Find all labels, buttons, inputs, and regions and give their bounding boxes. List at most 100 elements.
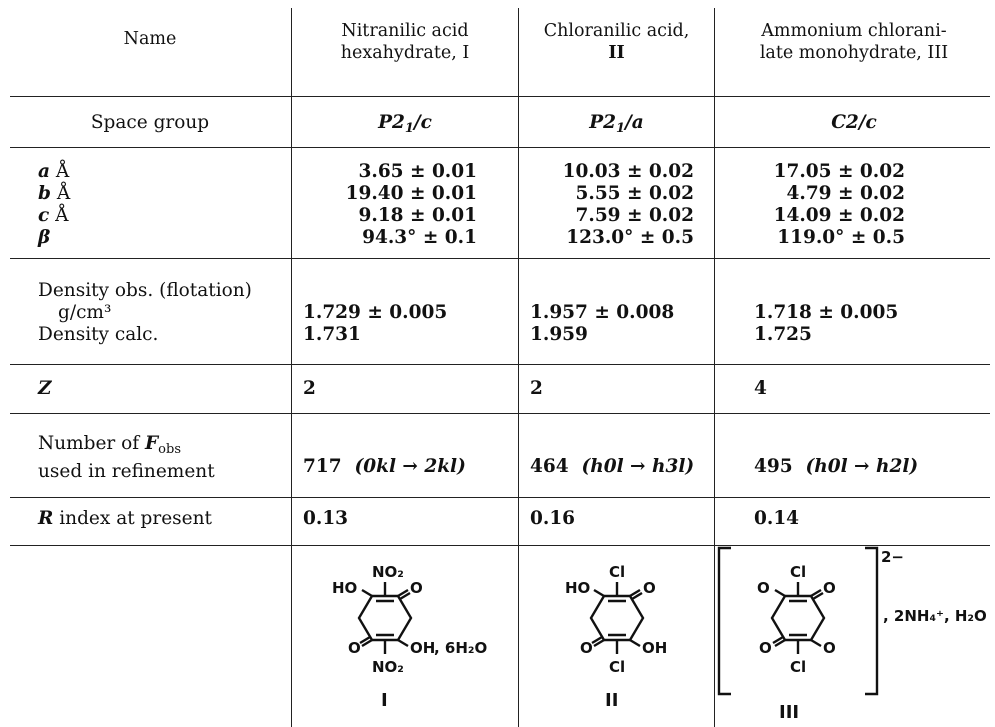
- z-value: 2: [530, 378, 543, 399]
- param-unit: Å: [56, 183, 71, 204]
- fobs-range: (h0l → h2l): [805, 456, 919, 477]
- density-obs-label: Density obs. (flotation): [38, 280, 252, 301]
- structure-ammonium-chloranilate: Cl O O O O Cl 2− , 2NH₄⁺, H₂O III: [717, 546, 987, 723]
- chlorine-top: Cl: [609, 563, 625, 581]
- fobs-value: 495 (h0l → h2l): [754, 456, 918, 478]
- cell-value: 17.05 ± 0.02: [773, 161, 905, 182]
- density-values-III: 1.718 ± 0.005 1.725: [754, 302, 898, 346]
- header-line: Nitranilic acid: [341, 21, 469, 41]
- z-value: 4: [754, 378, 767, 399]
- oxygen-label: O: [759, 639, 772, 657]
- row-divider: [10, 147, 990, 148]
- param-symbol: b: [38, 183, 51, 204]
- counterion-label: , 2NH₄⁺, H₂O: [883, 607, 987, 625]
- param-symbol: β: [38, 227, 51, 248]
- density-obs: 1.957 ± 0.008: [530, 302, 675, 323]
- column-divider: [518, 8, 519, 727]
- sg-part: /c: [413, 112, 432, 133]
- fobs-value: 464 (h0l → h3l): [530, 456, 694, 478]
- chlorine-top: Cl: [790, 563, 806, 581]
- oxygen-label: O: [348, 639, 361, 657]
- oxygen-label: O: [823, 639, 836, 657]
- sg-part: P2: [378, 112, 405, 133]
- oxygen-label: O: [410, 579, 423, 597]
- chlorine-bottom: Cl: [790, 658, 806, 676]
- row-divider: [10, 364, 990, 365]
- param-symbol: a: [38, 161, 50, 182]
- r-index-label: R index at present: [38, 508, 212, 530]
- cell-value: 9.18 ± 0.01: [358, 205, 478, 226]
- sg-sub: 1: [616, 121, 626, 136]
- structure-numeral: I: [381, 690, 388, 711]
- hydroxyl-label: HO: [332, 579, 357, 597]
- charge-label: 2−: [881, 548, 904, 566]
- density-obs: 1.718 ± 0.005: [754, 302, 899, 323]
- row-divider: [10, 96, 990, 97]
- cell-value: 3.65 ± 0.01: [358, 161, 478, 182]
- space-group-value: P21/a: [519, 112, 714, 140]
- param-unit: Å: [55, 205, 69, 226]
- density-calc-label: Density calc.: [38, 324, 159, 345]
- row-divider: [10, 497, 990, 498]
- structure-numeral: III: [779, 702, 799, 723]
- water-label: , 6H₂O: [434, 639, 487, 657]
- density-calc: 1.959: [530, 324, 588, 345]
- cell-values-II: 10.03 ± 0.02 5.55 ± 0.02 7.59 ± 0.02 123…: [520, 161, 694, 249]
- header-line: II: [608, 43, 625, 63]
- header-line: late monohydrate, III: [759, 43, 949, 63]
- structure-numeral: II: [605, 690, 618, 711]
- param-symbol: c: [38, 205, 50, 226]
- fobs-range: (0kl → 2kl): [354, 456, 466, 477]
- row-divider: [10, 413, 990, 414]
- space-group-value: C2/c: [715, 112, 993, 134]
- fobs-count: 717: [303, 456, 342, 477]
- density-calc: 1.725: [754, 324, 812, 345]
- cell-value: 19.40 ± 0.01: [345, 183, 477, 204]
- fobs-label: Number of Fobs used in refinement: [38, 433, 215, 483]
- cell-param-labels: a Å b Å c Å β: [38, 161, 70, 249]
- fobs-text: Number of: [38, 433, 146, 454]
- sg-part: P2: [589, 112, 616, 133]
- cell-value: 7.59 ± 0.02: [575, 205, 695, 226]
- r-index-value: 0.16: [530, 508, 576, 529]
- cell-value: 10.03 ± 0.02: [562, 161, 694, 182]
- density-calc: 1.731: [303, 324, 361, 345]
- cell-value: 123.0° ± 0.5: [566, 227, 694, 248]
- fobs-sub: obs: [158, 442, 181, 457]
- cell-value: 14.09 ± 0.02: [773, 205, 905, 226]
- header-line: Ammonium chlorani-: [761, 21, 947, 41]
- cell-value: 94.3° ± 0.1: [362, 227, 477, 248]
- cell-values-I: 3.65 ± 0.01 19.40 ± 0.01 9.18 ± 0.01 94.…: [302, 161, 477, 249]
- fobs-symbol: F: [145, 433, 159, 454]
- fobs-count: 464: [530, 456, 569, 477]
- nitro-group-top: NO₂: [372, 563, 404, 581]
- structure-chloranilic-acid: Cl HO O O OH Cl II: [565, 563, 667, 711]
- space-group-label: Space group: [90, 112, 210, 133]
- cell-values-III: 17.05 ± 0.02 4.79 ± 0.02 14.09 ± 0.02 11…: [720, 161, 905, 249]
- fobs-value: 717 (0kl → 2kl): [303, 456, 466, 478]
- sg-sub: 1: [404, 121, 414, 136]
- density-values-II: 1.957 ± 0.008 1.959: [530, 302, 674, 346]
- density-obs: 1.729 ± 0.005: [303, 302, 448, 323]
- column-divider: [291, 8, 292, 727]
- header-name: Name: [123, 29, 177, 49]
- density-values-I: 1.729 ± 0.005 1.731: [303, 302, 447, 346]
- header-line: hexahydrate, I: [340, 43, 470, 63]
- column-divider: [714, 8, 715, 727]
- header-chloranilic: Chloranilic acid, II: [519, 20, 714, 64]
- oxygen-label: O: [580, 639, 593, 657]
- z-label: Z: [38, 378, 52, 399]
- fobs-range: (h0l → h3l): [581, 456, 695, 477]
- sg-part: C2/c: [831, 112, 877, 133]
- r-index-value: 0.14: [754, 508, 800, 529]
- oxygen-label: O: [757, 579, 770, 597]
- header-line: Chloranilic acid,: [543, 21, 690, 41]
- fobs-text: used in refinement: [38, 461, 215, 482]
- r-text: index at present: [53, 508, 212, 529]
- hydroxyl-label: OH: [642, 639, 667, 657]
- hydroxyl-label: OH: [410, 639, 435, 657]
- density-labels: Density obs. (flotation) g/cm³ Density c…: [38, 280, 252, 346]
- oxygen-label: O: [643, 579, 656, 597]
- cell-value: 5.55 ± 0.02: [575, 183, 695, 204]
